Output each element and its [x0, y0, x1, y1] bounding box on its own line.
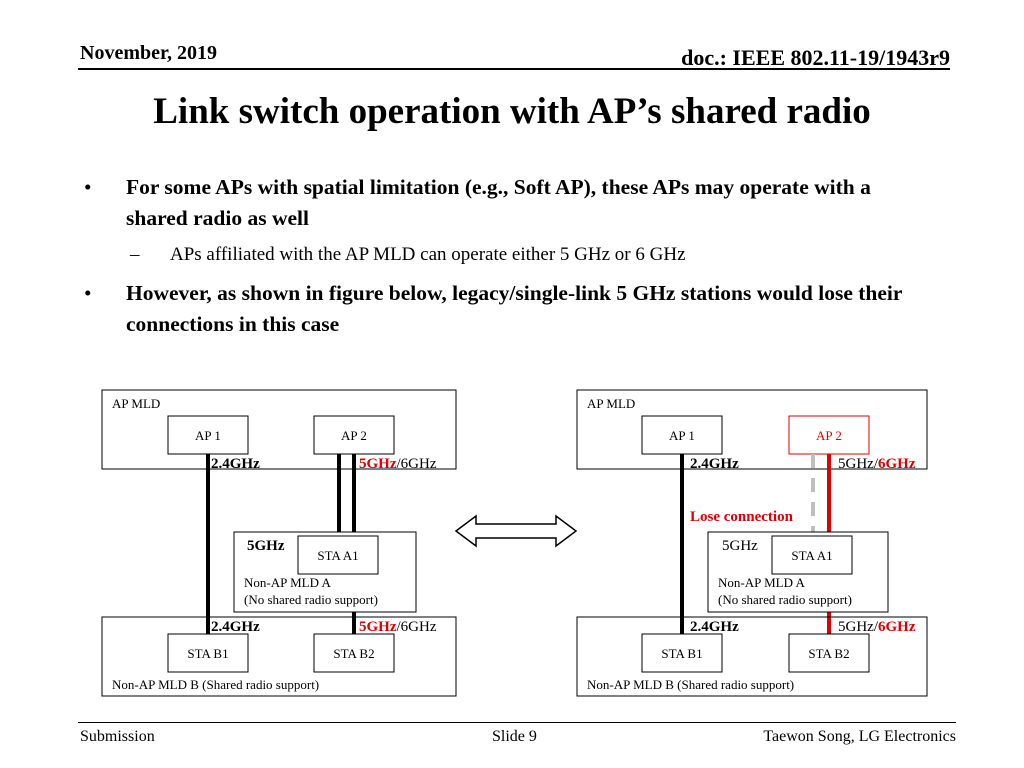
right-band-top: 5GHz/6GHz: [838, 456, 916, 472]
left-ap-mld-label: AP MLD: [112, 396, 160, 411]
right-sta-a1-box: [771, 535, 853, 575]
right-diagram: AP MLD AP 1 AP 2 2.4GHz 5GHz/6GHz Lose c…: [576, 389, 928, 697]
left-ap2-label: AP 2: [341, 428, 367, 443]
left-band-6-top: /6GHz: [397, 456, 437, 472]
right-band-bot: 5GHz/6GHz: [838, 619, 916, 635]
left-sta-a-band: 5GHz: [247, 538, 285, 554]
double-arrow-icon: [454, 514, 578, 548]
right-sta-a-band: 5GHz: [722, 538, 758, 554]
header-doc-id: doc.: IEEE 802.11-19/1943r9: [681, 45, 950, 70]
right-non-ap-a-line2: (No shared radio support): [718, 592, 852, 607]
right-band-24-top: 2.4GHz: [690, 456, 739, 472]
left-ap1-box: [167, 415, 249, 455]
left-ap2-box: [313, 415, 395, 455]
footer-submission: Submission: [80, 728, 155, 745]
right-lose-connection: Lose connection: [690, 509, 794, 525]
header-date: November, 2019: [80, 42, 218, 64]
dash-glyph: –: [130, 244, 140, 265]
left-non-ap-a-line2: (No shared radio support): [244, 592, 378, 607]
right-sta-b1-label: STA B1: [661, 646, 702, 661]
left-sta-b2-box: [313, 633, 395, 673]
left-sta-a1-label: STA A1: [317, 548, 358, 563]
left-sta-a1-box: [297, 535, 379, 575]
right-non-ap-mld-b-box: [576, 616, 928, 697]
right-sta-b1-box: [641, 633, 723, 673]
right-non-ap-b-label: Non-AP MLD B (Shared radio support): [587, 677, 794, 692]
right-non-ap-a-line1: Non-AP MLD A: [718, 575, 806, 590]
right-band-5-bot: 5GHz/: [838, 619, 879, 635]
left-band-24-top: 2.4GHz: [211, 456, 260, 472]
left-non-ap-a-line1: Non-AP MLD A: [244, 575, 332, 590]
sub-bullet-text: APs affiliated with the AP MLD can opera…: [170, 244, 686, 265]
slide-title: Link switch operation with AP’s shared r…: [153, 91, 871, 132]
left-diagram: AP MLD AP 1 AP 2 2.4GHz 5GHz/6GHz 5GHz S…: [101, 389, 457, 697]
left-sta-b1-box: [167, 633, 249, 673]
right-sta-a1-label: STA A1: [791, 548, 832, 563]
left-sta-b1-label: STA B1: [187, 646, 228, 661]
right-ap2-label: AP 2: [816, 428, 842, 443]
left-band-5-bot: 5GHz: [359, 619, 397, 635]
left-band-bot: 5GHz/6GHz: [359, 619, 437, 635]
right-ap1-box: [641, 415, 723, 455]
right-ap-mld-box: [576, 389, 928, 470]
left-band-top: 5GHz/6GHz: [359, 456, 437, 472]
right-ap-mld-label: AP MLD: [587, 396, 635, 411]
left-band-5-top: 5GHz: [359, 456, 397, 472]
bullet-text: However, as shown in figure below, legac…: [126, 281, 903, 336]
left-ap-mld-box: [101, 389, 457, 470]
header-divider: [78, 68, 950, 70]
right-sta-b2-label: STA B2: [808, 646, 849, 661]
right-band-24-bot: 2.4GHz: [690, 619, 739, 635]
left-band-6-bot: /6GHz: [397, 619, 437, 635]
bullet-item: • For some APs with spatial limitation (…: [84, 172, 904, 234]
right-ap1-label: AP 1: [669, 428, 695, 443]
right-band-6-top: 6GHz: [878, 456, 916, 472]
footer-slide-number: Slide 9: [492, 728, 537, 745]
bullet-list: • For some APs with spatial limitation (…: [84, 172, 904, 340]
right-band-5-top: 5GHz/: [838, 456, 879, 472]
left-sta-b2-label: STA B2: [333, 646, 374, 661]
left-non-ap-mld-b-box: [101, 616, 457, 697]
footer-divider: [78, 722, 956, 723]
bullet-glyph: •: [84, 281, 92, 305]
left-band-24-bot: 2.4GHz: [211, 619, 260, 635]
left-ap1-label: AP 1: [195, 428, 221, 443]
footer-author: Taewon Song, LG Electronics: [763, 728, 956, 745]
left-non-ap-b-label: Non-AP MLD B (Shared radio support): [112, 677, 319, 692]
right-band-6-bot: 6GHz: [878, 619, 916, 635]
sub-bullet-item: – APs affiliated with the AP MLD can ope…: [84, 242, 904, 268]
bullet-glyph: •: [84, 175, 92, 199]
bullet-text: For some APs with spatial limitation (e.…: [126, 175, 871, 230]
bullet-item: • However, as shown in figure below, leg…: [84, 278, 904, 340]
right-sta-b2-box: [788, 633, 870, 673]
